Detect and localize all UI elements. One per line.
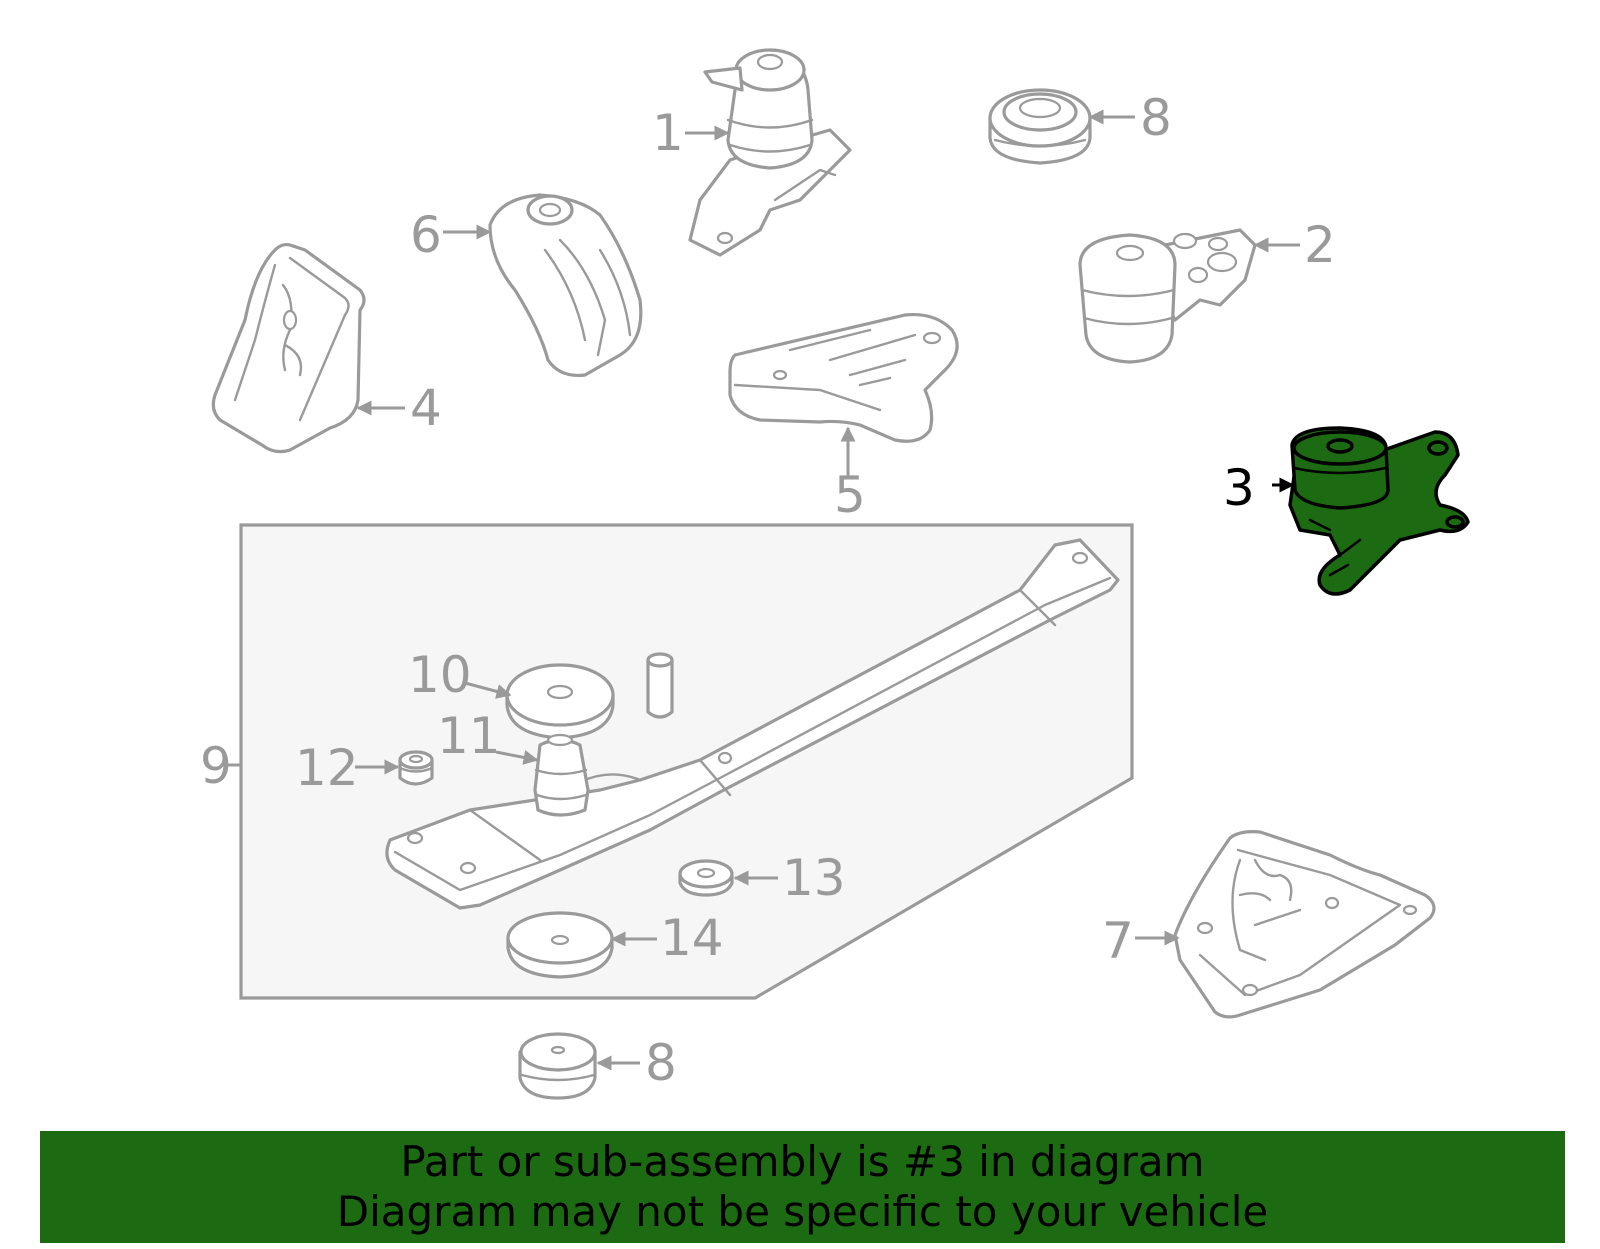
part-7-plate[interactable] [1173,830,1436,1019]
callout-3: 3 [1223,459,1255,517]
callout-1: 1 [652,104,684,162]
callout-9: 9 [200,737,232,795]
callout-2: 2 [1304,216,1336,274]
part-5-plate[interactable] [728,312,959,443]
callout-11: 11 [437,707,501,765]
part-4-wedge-bracket[interactable] [211,242,366,454]
part-pin[interactable] [646,652,674,719]
part-6-bracket[interactable] [488,193,643,378]
callout-14: 14 [660,909,724,967]
part-8-bushing-top[interactable] [988,88,1092,165]
part-12-nut[interactable] [398,750,434,786]
callout-13: 13 [782,849,846,907]
callout-5: 5 [834,466,866,524]
callout-12: 12 [295,739,359,797]
part-2-mount-right[interactable] [1078,228,1257,364]
callout-10: 10 [408,646,472,704]
part-3-mount-highlighted[interactable] [1288,426,1470,596]
banner-line-2: Diagram may not be specific to your vehi… [336,1187,1269,1236]
banner-line-1: Part or sub-assembly is #3 in diagram [400,1137,1205,1186]
part-1-engine-mount[interactable] [688,48,852,257]
part-crossmember[interactable] [385,538,1120,910]
callout-8-bottom: 8 [645,1034,677,1092]
callout-8-top: 8 [1140,89,1172,147]
callout-7: 7 [1102,912,1134,970]
part-10-washer[interactable] [505,663,615,740]
callout-4: 4 [410,379,442,437]
part-13-washer-small[interactable] [678,859,734,897]
leader-10 [464,681,512,699]
part-11-bushing[interactable] [533,733,590,817]
banner-background [40,1131,1565,1243]
callout-6: 6 [410,206,442,264]
part-14-pad[interactable] [506,911,614,979]
part-8-bushing-bottom[interactable] [518,1032,597,1100]
leader-11 [495,750,539,765]
info-banner: Part or sub-assembly is #3 in diagram Di… [40,1131,1565,1243]
